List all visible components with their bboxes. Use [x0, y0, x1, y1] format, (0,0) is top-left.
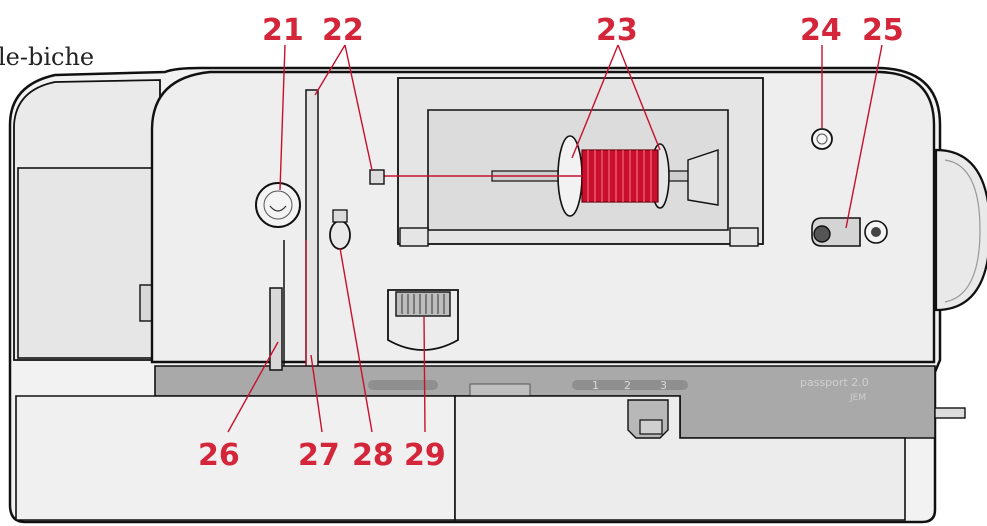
callout-24: 24 [800, 13, 842, 48]
callout-23: 23 [596, 13, 638, 48]
dial-number-1: 1 [592, 379, 599, 392]
top-partial-text: le-biche [0, 43, 94, 71]
left-window [17, 167, 154, 359]
tension-guide-top [332, 209, 348, 223]
sub-brand-text: JEM [849, 393, 866, 403]
callout-29: 29 [404, 438, 446, 473]
hand-wheel [934, 148, 987, 312]
side-pin [934, 407, 966, 419]
dial-number-2: 2 [624, 379, 631, 392]
strip-notch [469, 383, 531, 397]
callout-leaders [227, 44, 883, 433]
callout-28: 28 [352, 438, 394, 473]
callout-21: 21 [262, 13, 304, 48]
tension-dial [395, 291, 451, 317]
needle-screw [639, 419, 663, 435]
callout-27: 27 [298, 438, 340, 473]
callout-25: 25 [862, 13, 904, 48]
thread-windings [587, 150, 652, 202]
strip-left-pill [368, 380, 438, 390]
callout-26: 26 [198, 438, 240, 473]
left-side-tab [139, 284, 153, 322]
thread-spool [581, 149, 659, 203]
thread-tension-guide [329, 220, 351, 250]
stitch-dial-inner [263, 190, 293, 220]
compartment-foot-left [399, 227, 429, 247]
tension-dial-ridges [401, 294, 445, 314]
thread-channel [305, 89, 319, 391]
strip-right-pill [572, 380, 688, 390]
bobbin-winder-knob-inner [871, 227, 881, 237]
bobbin-winder-spindle [813, 225, 831, 243]
bobbin-winder-stop [811, 128, 833, 150]
hand-wheel-rim [944, 159, 981, 303]
thread-guide [369, 169, 385, 185]
thread-cutter [269, 287, 283, 371]
compartment-foot-right [729, 227, 759, 247]
callout-22: 22 [322, 13, 364, 48]
spool-holder [687, 149, 719, 206]
stitch-dial-mark [269, 205, 287, 212]
bobbin-winder-stop-inner [816, 133, 828, 145]
dial-number-3: 3 [660, 379, 667, 392]
brand-logo-text: passport 2.0 [800, 376, 869, 389]
stitch-dial [255, 182, 301, 228]
callouts: 21 22 23 24 25 26 27 28 29 [198, 13, 904, 473]
lower-right-base [454, 395, 906, 521]
